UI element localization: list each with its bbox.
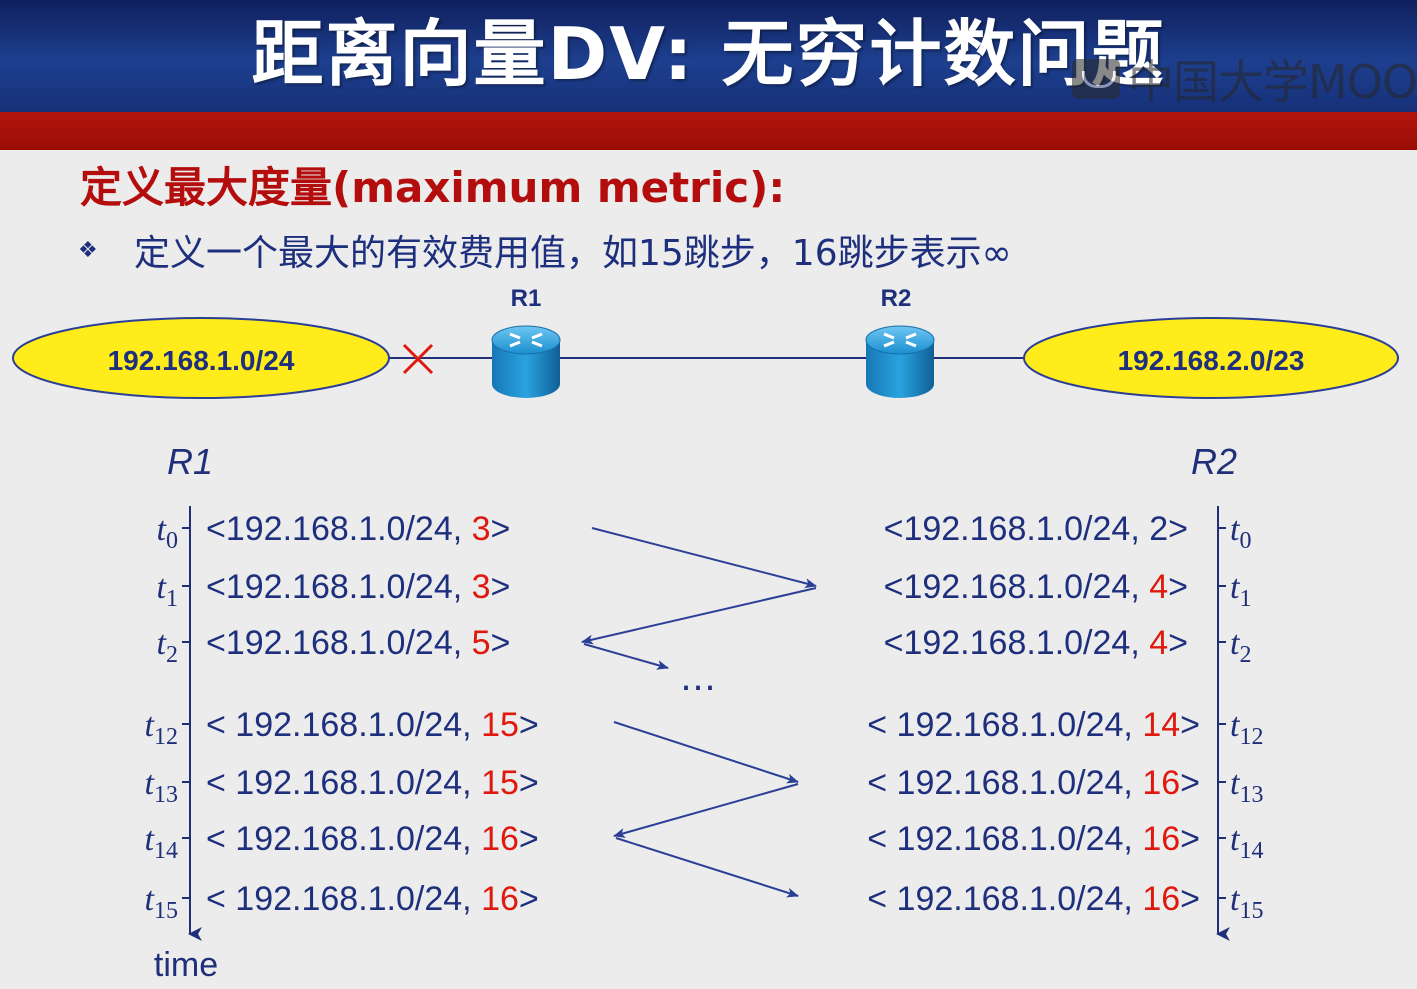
timeline-row: t1 t1 <192.168.1.0/24, 3> <192.168.1.0/24, … xyxy=(157,568,1252,612)
timeline-rows: t0 t0 <192.168.1.0/24, 3> <192.168.1.0/24, … xyxy=(145,510,1264,924)
r2-route-entry: < 192.168.1.0/24, 14> xyxy=(867,706,1200,744)
slide-header: 距离向量DV: 无穷计数问题 中国大学MOOC xyxy=(0,0,1417,112)
r2-route-entry: <192.168.1.0/24, 4> xyxy=(884,624,1188,662)
r1-route-entry: <192.168.1.0/24, 3> xyxy=(206,510,510,548)
router-r2-label: R2 xyxy=(881,285,912,312)
timeline-row: t2 t2 <192.168.1.0/24, 5> <192.168.1.0/24, … xyxy=(157,624,1252,668)
arrow-r1-to-r2-t14 xyxy=(615,837,799,898)
r2-time-label: t2 xyxy=(1230,625,1251,668)
arrow-r1-to-ellipsis xyxy=(583,643,669,670)
update-arrows xyxy=(581,527,817,898)
r2-time-label: t15 xyxy=(1230,881,1263,924)
r1-route-entry: <192.168.1.0/24, 5> xyxy=(206,624,510,662)
bullet-text: 定义一个最大的有效费用值，如15跳步，16跳步表示∞ xyxy=(134,233,1012,274)
r2-route-metric: 16 xyxy=(1142,820,1180,858)
ellipsis: … xyxy=(680,658,716,699)
timeline-row: t15 t15 < 192.168.1.0/24, 16> < 192.168.1.0… xyxy=(145,880,1264,924)
r2-route-metric: 4 xyxy=(1149,624,1168,662)
r1-route-entry: < 192.168.1.0/24, 16> xyxy=(206,880,539,918)
network-right: 192.168.2.0/23 xyxy=(1023,317,1399,399)
router-r1-label: R1 xyxy=(511,285,542,312)
r1-time-label: t1 xyxy=(157,569,178,612)
network-left-label: 192.168.1.0/24 xyxy=(108,345,295,376)
r1-route-entry: < 192.168.1.0/24, 16> xyxy=(206,820,539,858)
timeline-row: t13 t13 < 192.168.1.0/24, 15> < 192.168.1.0… xyxy=(145,764,1264,808)
r1-route-metric: 16 xyxy=(481,820,519,858)
watermark: 中国大学MOOC xyxy=(1072,50,1417,109)
r2-time-label: t12 xyxy=(1230,707,1263,750)
r1-route-metric: 15 xyxy=(481,706,519,744)
header-red-band xyxy=(0,112,1417,150)
time-axis-label: time xyxy=(154,946,218,984)
timeline-row: t14 t14 < 192.168.1.0/24, 16> < 192.168.1.0… xyxy=(145,820,1264,864)
bullet-item: ❖ 定义一个最大的有效费用值，如15跳步，16跳步表示∞ xyxy=(78,224,1012,276)
r1-route-metric: 15 xyxy=(481,764,519,802)
network-left: 192.168.1.0/24 xyxy=(12,317,390,399)
topology: 192.168.1.0/24 192.168.2.0/23 R1 xyxy=(12,285,1399,399)
r1-route-entry: < 192.168.1.0/24, 15> xyxy=(206,764,539,802)
mooc-logo-icon xyxy=(1072,59,1120,99)
r1-route-entry: < 192.168.1.0/24, 15> xyxy=(206,706,539,744)
slide-title: 距离向量DV: 无穷计数问题 xyxy=(251,12,1166,96)
r2-route-metric: 4 xyxy=(1149,568,1168,606)
router-r1-icon: R1 xyxy=(491,285,561,398)
r1-time-label: t14 xyxy=(145,821,178,864)
r2-time-label: t1 xyxy=(1230,569,1251,612)
diamond-bullet-icon: ❖ xyxy=(78,237,98,262)
r1-route-metric: 3 xyxy=(472,568,491,606)
watermark-text: 中国大学MOOC xyxy=(1128,55,1417,109)
network-right-label: 192.168.2.0/23 xyxy=(1118,345,1305,376)
arrow-r2-to-r1-t1 xyxy=(581,587,817,645)
r2-route-metric: 16 xyxy=(1142,880,1180,918)
timeline-r2-label: R2 xyxy=(1191,441,1237,482)
r2-route-entry: <192.168.1.0/24, 4> xyxy=(884,568,1188,606)
arrow-r1-to-r2-t0 xyxy=(591,527,817,589)
r2-time-label: t0 xyxy=(1230,511,1251,554)
r1-route-metric: 5 xyxy=(472,624,491,662)
r2-route-entry: < 192.168.1.0/24, 16> xyxy=(867,820,1200,858)
r1-time-label: t0 xyxy=(157,511,178,554)
r1-time-label: t2 xyxy=(157,625,178,668)
r2-route-metric: 14 xyxy=(1142,706,1180,744)
section-subtitle: 定义最大度量(maximum metric): xyxy=(80,163,786,212)
r2-time-label: t14 xyxy=(1230,821,1263,864)
r1-time-label: t12 xyxy=(145,707,178,750)
r2-route-entry: < 192.168.1.0/24, 16> xyxy=(867,764,1200,802)
r1-route-entry: <192.168.1.0/24, 3> xyxy=(206,568,510,606)
timeline-row: t12 t12 < 192.168.1.0/24, 15> < 192.168.1.0… xyxy=(145,706,1264,750)
r1-route-metric: 3 xyxy=(472,510,491,548)
r2-route-entry: <192.168.1.0/24, 2> xyxy=(884,510,1188,548)
r2-route-metric: 2 xyxy=(1149,510,1168,548)
x-mark-icon xyxy=(402,343,434,375)
r2-route-entry: < 192.168.1.0/24, 16> xyxy=(867,880,1200,918)
r2-time-label: t13 xyxy=(1230,765,1263,808)
timeline-r1-label: R1 xyxy=(167,441,213,482)
timeline: R1 R2 time t0 t0 <192.168.1.0/24, 3> <192.1… xyxy=(145,441,1264,984)
timeline-row: t0 t0 <192.168.1.0/24, 3> <192.168.1.0/24, … xyxy=(157,510,1252,554)
arrow-r1-to-r2-t12 xyxy=(613,721,799,784)
r1-time-label: t15 xyxy=(145,881,178,924)
r1-time-label: t13 xyxy=(145,765,178,808)
router-r2-icon: R2 xyxy=(865,285,935,398)
r1-route-metric: 16 xyxy=(481,880,519,918)
r2-route-metric: 16 xyxy=(1142,764,1180,802)
arrow-r2-to-r1-t13 xyxy=(613,783,799,838)
